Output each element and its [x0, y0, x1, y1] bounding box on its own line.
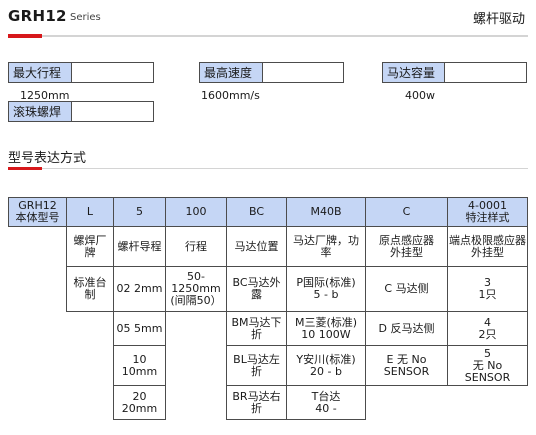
- max-speed-box: [262, 62, 344, 83]
- header-divider: [8, 35, 528, 37]
- motor-capacity-box: [444, 62, 527, 83]
- option-origin-d: D 反马达侧: [365, 311, 448, 346]
- max-speed-label: 最高速度: [199, 62, 263, 83]
- option-lead-10mm: 10 10mm: [113, 345, 166, 386]
- option-limit-3: 3 1只: [447, 266, 528, 312]
- header-cell-motor-pos-code: BC: [226, 197, 287, 227]
- header-cell-motor-brand-code: M40B: [286, 197, 366, 227]
- max-speed-value: 1600mm/s: [201, 89, 260, 102]
- header-cell-lead-code: 5: [113, 197, 166, 227]
- max-stroke-box: [71, 62, 154, 83]
- option-motor-brand-p: P国际(标准) 5 - b: [286, 266, 366, 312]
- option-stroke-range: 50- 1250mm (间隔50）: [165, 266, 227, 312]
- option-motor-brand-t: T台达 40 -: [286, 385, 366, 420]
- option-motor-brand-y: Y安川(标准) 20 - b: [286, 345, 366, 386]
- section-accent: [8, 167, 42, 170]
- header-cell-stroke-code: 100: [165, 197, 227, 227]
- option-lead-2mm: 02 2mm: [113, 266, 166, 312]
- option-origin-e: E 无 No SENSOR: [365, 345, 448, 386]
- option-motor-brand-m: M三菱(标准) 10 100W: [286, 311, 366, 346]
- motor-capacity-value: 400w: [405, 89, 435, 102]
- desc-cell-screw-brand: 螺焊厂 牌: [66, 226, 114, 267]
- product-model: GRH12: [8, 7, 67, 25]
- section-divider: [8, 168, 528, 169]
- header-accent: [8, 34, 42, 38]
- option-motor-pos-bm: BM马达下 折: [226, 311, 287, 346]
- max-stroke-label: 最大行程: [8, 62, 72, 83]
- header-cell-body-model: GRH12 本体型号: [8, 197, 67, 227]
- header-cell-special-code: 4-0001 特注样式: [447, 197, 528, 227]
- ball-screw-label: 滚珠螺焊: [8, 101, 72, 122]
- header-cell-origin-code: C: [365, 197, 448, 227]
- option-lead-20mm: 20 20mm: [113, 385, 166, 420]
- option-origin-c: C 马达侧: [365, 266, 448, 312]
- product-series: Series: [70, 12, 101, 23]
- drive-type: 螺杆驱动: [472, 12, 525, 27]
- desc-cell-motor-position: 马达位置: [226, 226, 287, 267]
- motor-capacity-label: 马达容量: [382, 62, 445, 83]
- option-motor-pos-bl: BL马达左 折: [226, 345, 287, 386]
- option-limit-4: 4 2只: [447, 311, 528, 346]
- section-title: 型号表达方式: [8, 151, 87, 166]
- option-limit-5: 5 无 No SENSOR: [447, 345, 528, 386]
- desc-cell-limit-sensor: 端点极限感应器 外挂型: [447, 226, 528, 267]
- desc-cell-screw-lead: 螺杆导程: [113, 226, 166, 267]
- option-lead-5mm: 05 5mm: [113, 311, 166, 346]
- option-motor-pos-br: BR马达右 折: [226, 385, 287, 420]
- ball-screw-box: [71, 101, 154, 122]
- max-stroke-value: 1250mm: [20, 89, 70, 102]
- desc-cell-motor-brand: 马达厂牌，功 率: [286, 226, 366, 267]
- desc-cell-origin-sensor: 原点感应器 外挂型: [365, 226, 448, 267]
- option-motor-pos-bc: BC马达外 露: [226, 266, 287, 312]
- desc-cell-stroke: 行程: [165, 226, 227, 267]
- option-brand-standard: 标准台 制: [66, 266, 114, 312]
- header-cell-brand-code: L: [66, 197, 114, 227]
